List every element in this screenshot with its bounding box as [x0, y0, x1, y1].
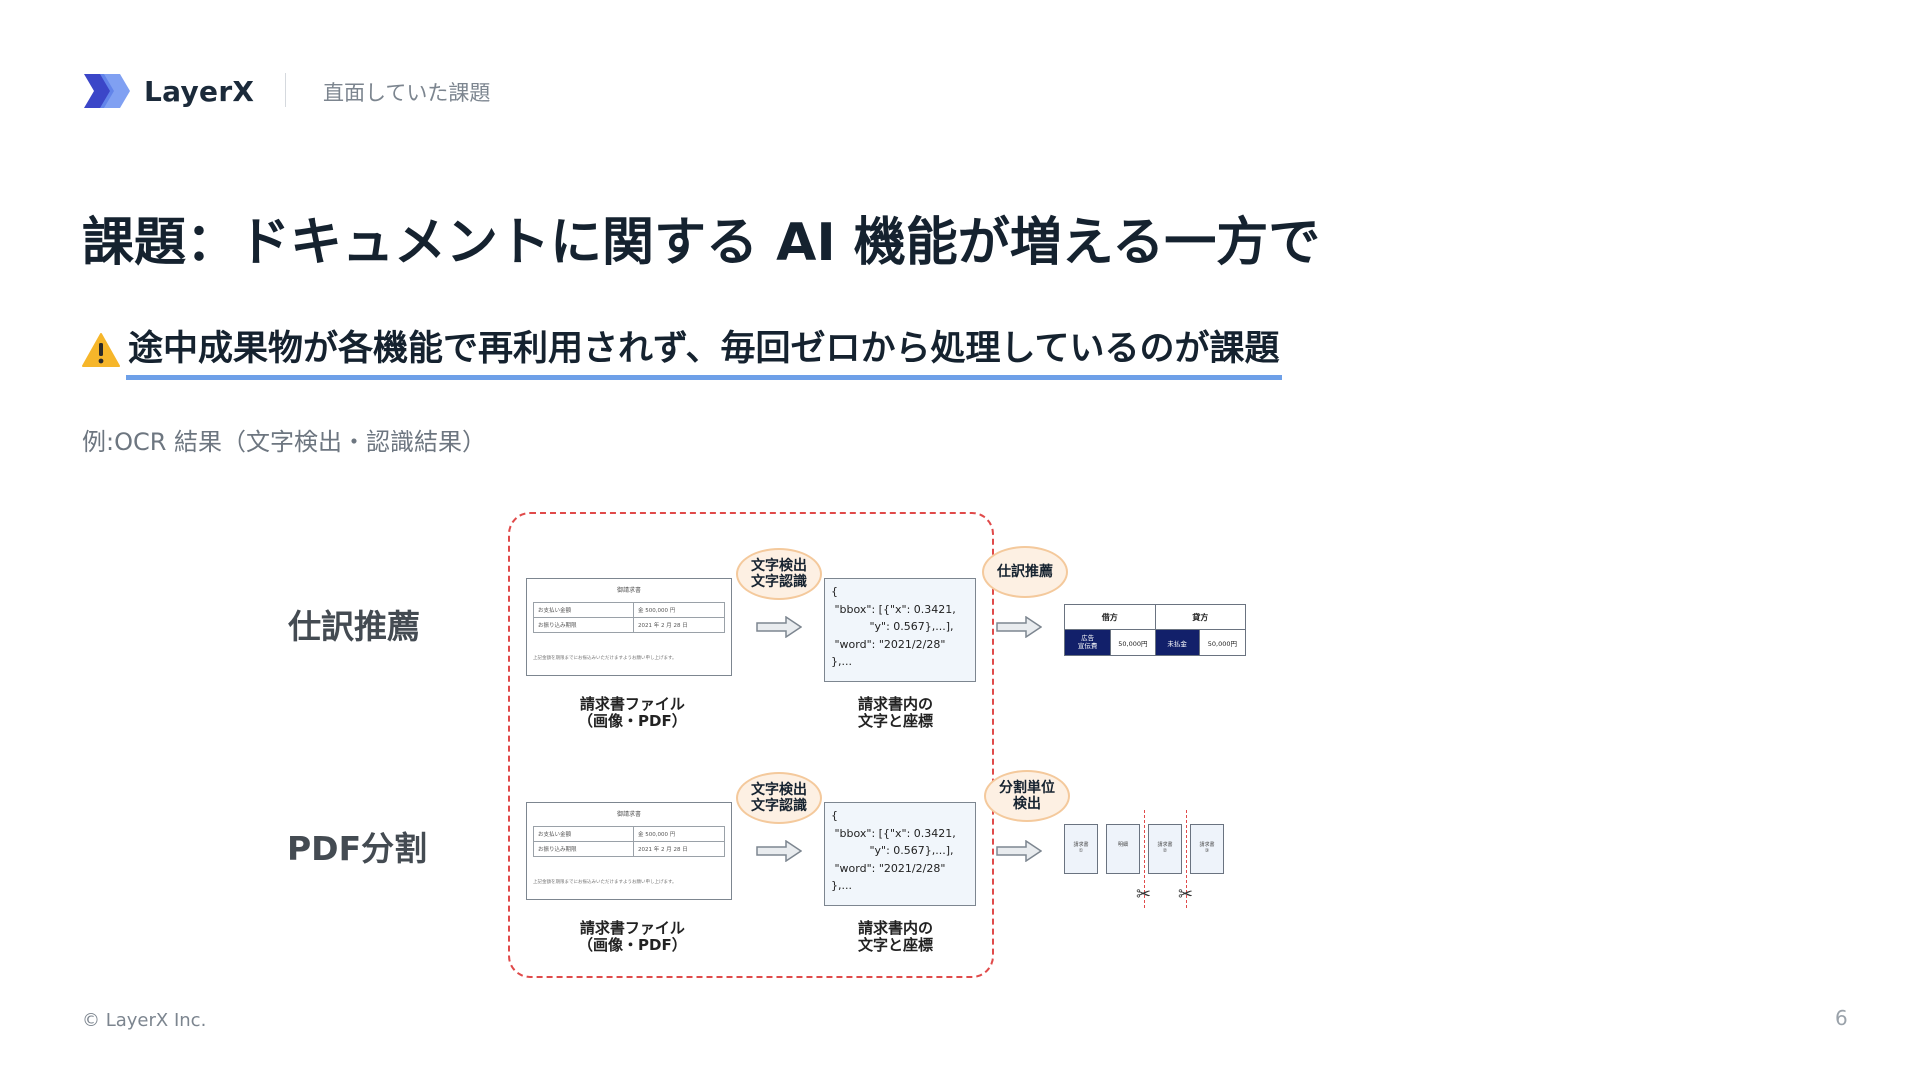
invoice-value: 2021 年 2 月 28 日 — [638, 623, 688, 629]
layerx-logo-icon — [84, 74, 130, 108]
row-label-pdf-split: PDF分割 — [287, 829, 428, 868]
journal-entry-table: 借方 貸方 広告 宣伝費 50,000円 未払金 50,000円 — [1064, 604, 1246, 656]
doc-caption: 請求書ファイル （画像・PDF） — [578, 695, 687, 731]
json-caption: 請求書内の 文字と座標 — [858, 695, 934, 731]
journal-cell: 未払金 — [1155, 630, 1200, 655]
scissors-icon: ✂ — [1178, 884, 1194, 905]
arrow-right-icon — [756, 840, 802, 862]
invoice-table: お支払い金額 金 500,000 円 お振り込み期限 2021 年 2 月 28… — [533, 826, 725, 857]
ocr-step-badge: 文字検出 文字認識 — [736, 548, 822, 600]
doc-caption-line-2: （画像・PDF） — [578, 936, 687, 955]
page-number: 6 — [1835, 1006, 1848, 1030]
invoice-document: 御請求書 お支払い金額 金 500,000 円 お振り込み期限 2021 年 2… — [526, 802, 732, 900]
ocr-json-result: { "bbox": [{"x": 0.3421, "y": 0.567},...… — [824, 802, 976, 906]
split-page: 請求書 ① — [1064, 824, 1098, 874]
ocr-step-badge: 文字検出 文字認識 — [736, 772, 822, 824]
example-label: 例:OCR 結果（文字検出・認識結果） — [82, 428, 487, 456]
journal-cell: 50,000円 — [1207, 639, 1237, 648]
split-step-line-1: 分割単位 — [999, 779, 1055, 796]
copyright: © LayerX Inc. — [82, 1010, 207, 1031]
split-detection-step-badge: 分割単位 検出 — [984, 770, 1070, 822]
invoice-row: お振り込み期限 2021 年 2 月 28 日 — [534, 618, 724, 632]
json-caption-line-2: 文字と座標 — [858, 936, 934, 955]
brand-logo: LayerX — [84, 72, 254, 110]
journal-step-badge: 仕訳推薦 — [982, 546, 1068, 598]
ocr-step-line-1: 文字検出 — [751, 557, 807, 574]
invoice-row: お振り込み期限 2021 年 2 月 28 日 — [534, 842, 724, 856]
doc-caption-line-1: 請求書ファイル — [579, 695, 685, 713]
header-divider — [285, 73, 286, 107]
invoice-value: 金 500,000 円 — [638, 608, 676, 614]
ocr-shared-frame — [508, 512, 994, 978]
doc-caption-line-2: （画像・PDF） — [578, 712, 687, 731]
ocr-step-line-2: 文字認識 — [751, 798, 807, 814]
issue-statement: 途中成果物が各機能で再利用されず、毎回ゼロから処理しているのが課題 — [82, 320, 1282, 380]
ocr-json-result: { "bbox": [{"x": 0.3421, "y": 0.567},...… — [824, 578, 976, 682]
invoice-row: お支払い金額 金 500,000 円 — [534, 603, 724, 618]
split-cut-line — [1144, 810, 1145, 908]
invoice-row: お支払い金額 金 500,000 円 — [534, 827, 724, 842]
invoice-document: 御請求書 お支払い金額 金 500,000 円 お振り込み期限 2021 年 2… — [526, 578, 732, 676]
invoice-key: お振り込み期限 — [534, 618, 634, 632]
invoice-title: 御請求書 — [616, 587, 641, 594]
journal-header: 借方 貸方 — [1065, 605, 1245, 630]
split-page: 明細 — [1106, 824, 1140, 874]
arrow-right-icon — [996, 840, 1042, 862]
credit-header: 貸方 — [1192, 613, 1209, 622]
invoice-key: お支払い金額 — [534, 603, 634, 617]
doc-caption-line-1: 請求書ファイル — [579, 919, 685, 937]
slide-title: 課題：ドキュメントに関する AI 機能が増える一方で — [82, 213, 1321, 273]
journal-body: 広告 宣伝費 50,000円 未払金 50,000円 — [1065, 630, 1245, 655]
row-label-journal-recommendation: 仕訳推薦 — [288, 607, 420, 646]
doc-caption: 請求書ファイル （画像・PDF） — [578, 919, 687, 955]
invoice-note: 上記金額を期限までにお振込みいただけますようお願い申し上げます。 — [533, 656, 677, 661]
invoice-key: お支払い金額 — [534, 827, 634, 841]
split-step-line-2: 検出 — [1013, 796, 1041, 812]
invoice-value: 金 500,000 円 — [638, 832, 676, 838]
json-caption-line-2: 文字と座標 — [858, 712, 934, 731]
section-label: 直面していた課題 — [323, 81, 491, 105]
invoice-title: 御請求書 — [616, 811, 641, 818]
split-page: 請求書 ② — [1148, 824, 1182, 874]
arrow-right-icon — [996, 616, 1042, 638]
arrow-right-icon — [756, 616, 802, 638]
ocr-step-line-1: 文字検出 — [751, 781, 807, 798]
split-cut-line — [1186, 810, 1187, 908]
journal-cell: 50,000円 — [1111, 630, 1156, 655]
journal-cell: 広告 宣伝費 — [1065, 630, 1112, 655]
brand-name: LayerX — [144, 74, 255, 108]
issue-text: 途中成果物が各機能で再利用されず、毎回ゼロから処理しているのが課題 — [126, 320, 1282, 380]
invoice-value: 2021 年 2 月 28 日 — [638, 847, 688, 853]
split-page: 請求書 ③ — [1190, 824, 1224, 874]
invoice-key: お振り込み期限 — [534, 842, 634, 856]
json-caption-line-1: 請求書内の — [858, 695, 934, 713]
scissors-icon: ✂ — [1136, 884, 1152, 905]
invoice-table: お支払い金額 金 500,000 円 お振り込み期限 2021 年 2 月 28… — [533, 602, 725, 633]
ocr-step-line-2: 文字認識 — [751, 574, 807, 590]
debit-header: 借方 — [1065, 605, 1156, 629]
json-caption-line-1: 請求書内の — [858, 919, 934, 937]
warning-icon — [82, 333, 120, 367]
json-caption: 請求書内の 文字と座標 — [858, 919, 934, 955]
invoice-note: 上記金額を期限までにお振込みいただけますようお願い申し上げます。 — [533, 880, 677, 885]
